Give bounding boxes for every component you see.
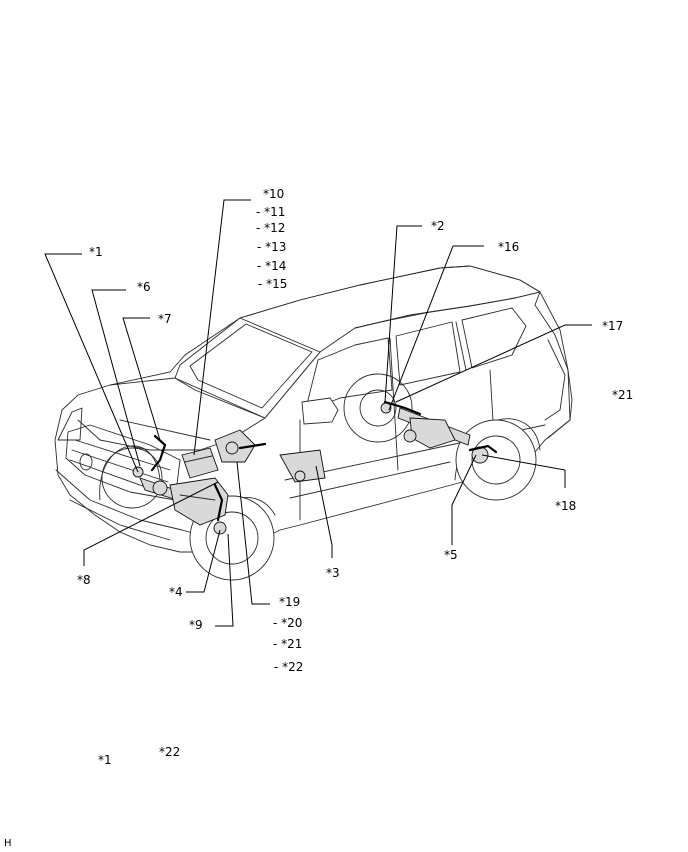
callout-20: - *20 (273, 616, 302, 630)
callout-9: *9 (189, 618, 203, 632)
vehicle-illustration (54, 265, 573, 581)
legend-item-1: *1 (98, 753, 112, 767)
legend: *1 *22 (98, 745, 180, 767)
callout-15: - *15 (258, 277, 287, 291)
callout-1: *1 (89, 245, 103, 259)
callout-10: *10 (263, 187, 284, 201)
callout-14: - *14 (257, 259, 286, 273)
legend-item-22: *22 (159, 745, 180, 759)
leader-lines (44, 199, 592, 627)
figure-id: H (4, 838, 12, 849)
callout-8: *8 (77, 573, 91, 587)
callout-5: *5 (444, 548, 458, 562)
callout-22: - *22 (274, 660, 303, 674)
callout-6: *6 (137, 280, 151, 294)
callout-13: - *13 (257, 240, 286, 254)
callout-17: *17 (602, 319, 623, 333)
drivetrain-components (132, 400, 498, 535)
callout-3: *3 (326, 566, 340, 580)
callout-21: - *21 (273, 637, 302, 651)
callout-4: *4 (169, 585, 183, 599)
callout-21-right: *21 (612, 388, 633, 402)
callout-18: *18 (555, 499, 576, 513)
callout-19: *19 (279, 595, 300, 609)
callout-11: - *11 (256, 205, 285, 219)
callout-12: - *12 (256, 221, 285, 235)
callout-7: *7 (158, 312, 172, 326)
callout-labels: *1 *6 *7 *10 - *11 - *12 - *13 - *14 - *… (77, 187, 633, 674)
callout-16: *16 (498, 240, 519, 254)
callout-2: *2 (431, 219, 445, 233)
